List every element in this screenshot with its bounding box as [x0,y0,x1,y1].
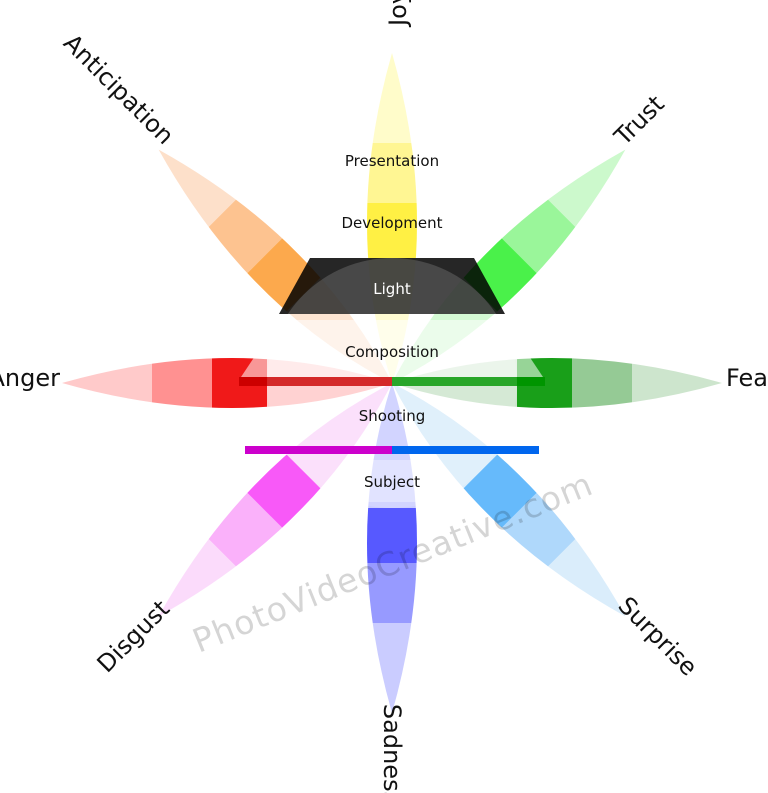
emotion-label-fear: Fear [726,364,768,392]
trapezoid-red-bar [239,377,392,386]
petal-anger-band-light-outer [62,358,152,408]
layer-labels-group: Presentation Development Light Compositi… [342,152,443,491]
emotion-label-surprise: Surprise [613,591,703,681]
layer-label-shooting: Shooting [359,407,425,425]
emotion-label-trust: Trust [608,90,670,152]
petal-joy-band-mid [367,143,417,203]
petal-fear-band-mid [572,358,632,408]
trapezoid-green-bar [392,377,545,386]
shooting-blue-bar [392,446,539,454]
emotion-label-anger: Anger [0,364,60,392]
emotion-label-sadness: Sadness [378,704,406,793]
petal-anger-band-mid [152,358,212,408]
subject-highlight [343,460,441,502]
layer-label-presentation: Presentation [345,152,439,170]
trapezoid-lower-area [239,320,545,380]
shooting-magenta-bar [245,446,392,454]
petal-joy-band-light-outer [367,53,417,143]
layer-label-subject: Subject [364,473,420,491]
layer-label-light: Light [373,280,411,298]
emotion-label-disgust: Disgust [92,595,175,678]
emotion-label-joy: Joy [384,0,412,28]
petal-sadness-band-deep [367,508,417,563]
emotion-label-anticipation: Anticipation [58,29,179,150]
layer-label-development: Development [342,214,443,232]
layer-trapezoid [239,258,545,508]
layer-label-composition: Composition [345,343,439,361]
petal-sadness-band-mid [367,563,417,623]
trapezoid-top-band [279,258,505,314]
petal-fear-band-light-outer [632,358,722,408]
center-hub [267,258,517,508]
petal-joy-band-deep [367,203,417,258]
